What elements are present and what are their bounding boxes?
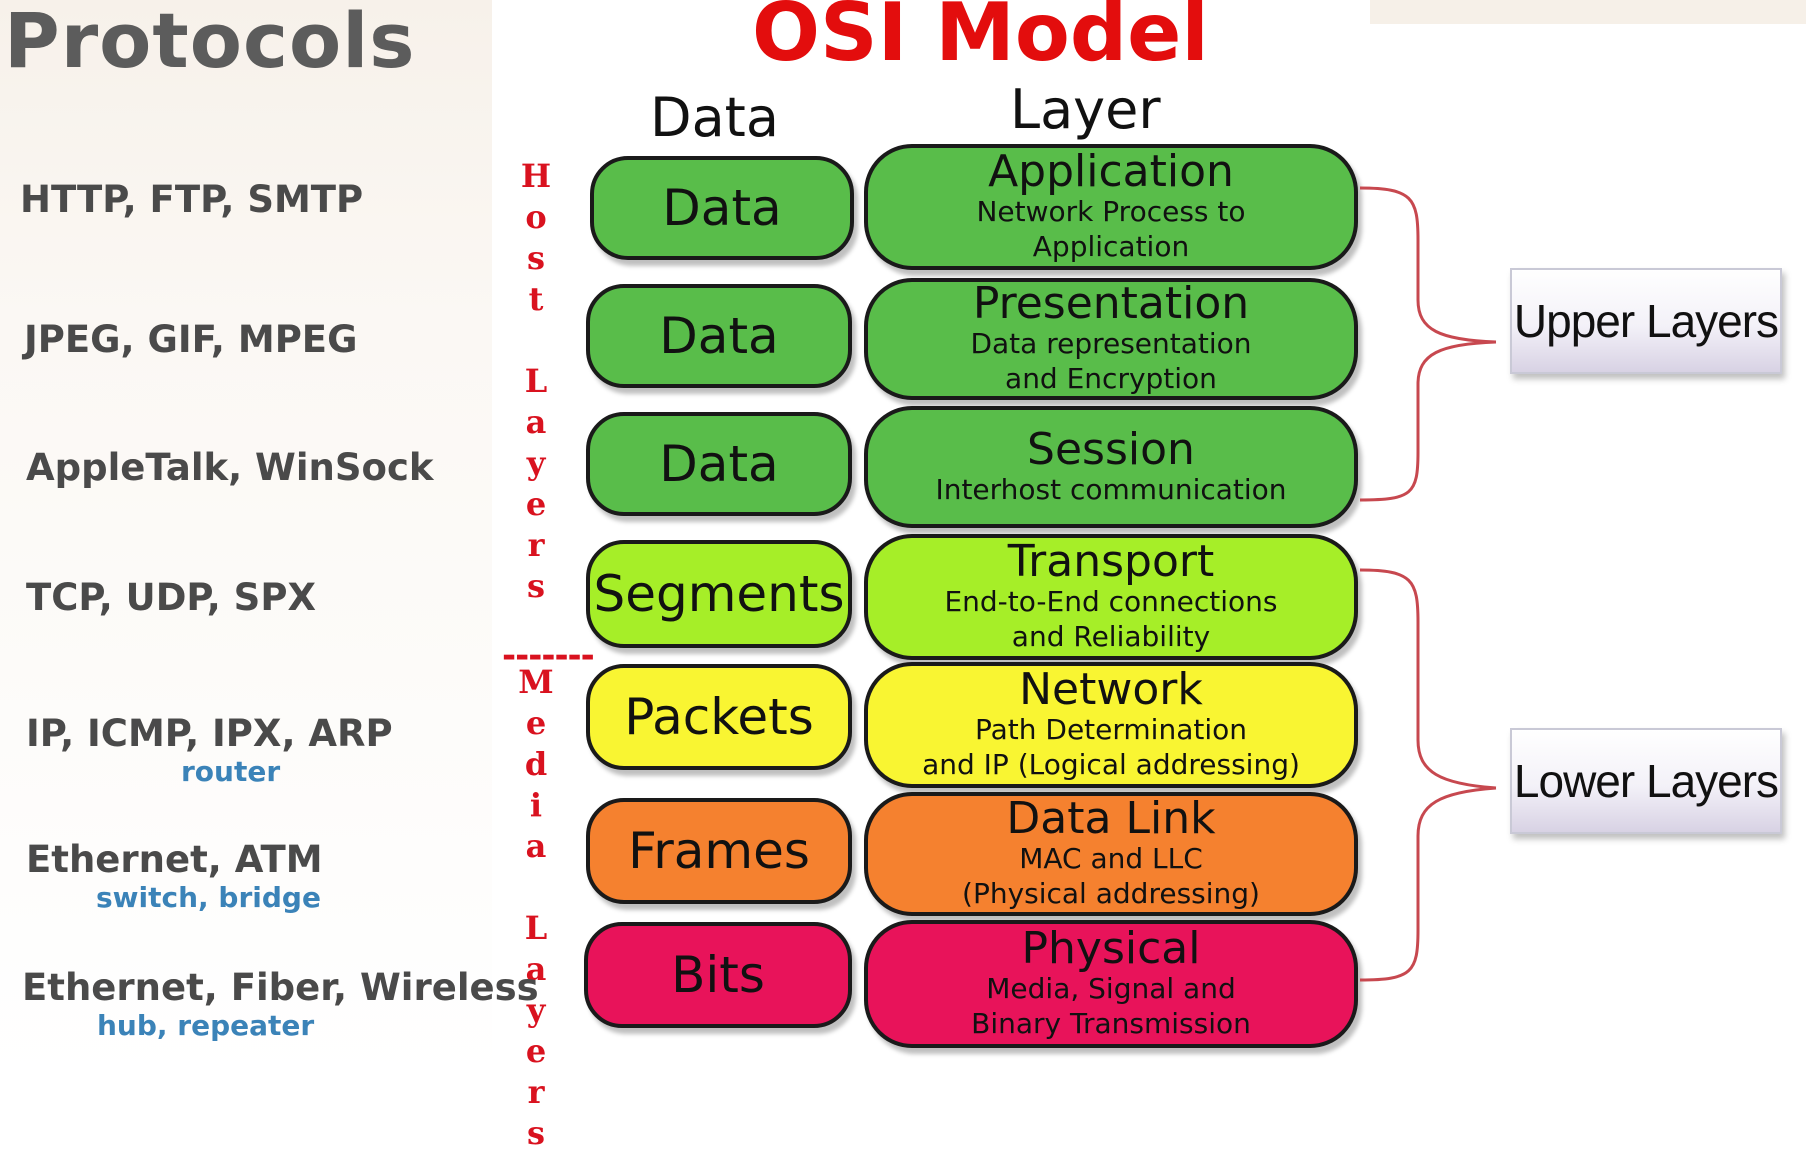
protocol-device: switch, bridge [96,881,321,914]
layer-group-brackets [1359,186,1497,982]
media-letter: y [526,991,546,1029]
data-unit-label: Data [662,178,782,237]
protocol-row: JPEG, GIF, MPEG [24,318,357,361]
media-letter: a [525,950,547,988]
layer-description: and Encryption [1005,362,1217,395]
data-unit-label: Data [659,434,779,493]
data-unit-pill: Data [586,412,852,516]
host-media-divider: ------- [502,636,595,676]
layer-description: and IP (Logical addressing) [922,748,1300,781]
host-letter: o [525,198,547,236]
lower-layers-bracket [1359,568,1497,982]
host-letter: s [526,567,545,605]
protocol-names: TCP, UDP, SPX [26,576,316,619]
data-unit-pill: Data [586,284,852,388]
data-unit-label: Data [659,306,779,365]
protocol-row: TCP, UDP, SPX [26,576,316,619]
data-unit-pill: Segments [586,540,852,648]
layer-column-header: Layer [1010,78,1161,141]
layer-name: Session [1027,423,1195,475]
media-letter: L [524,909,548,947]
data-column-header: Data [650,86,779,149]
protocol-device: hub, repeater [97,1009,315,1042]
layer-description: Network Process to [976,195,1246,228]
layer-description: Binary Transmission [971,1007,1251,1040]
data-unit-label: Packets [624,687,814,746]
media-letter: d [524,745,548,783]
host-letter: e [525,485,547,523]
layer-name: Application [988,146,1234,197]
host-letter: s [526,239,545,277]
data-unit-pill: Data [590,156,854,260]
host-letter: L [524,362,548,400]
layer-description: (Physical addressing) [962,877,1260,910]
protocol-names: AppleTalk, WinSock [26,446,434,489]
host-letter: t [528,280,544,318]
media-letter: e [525,1032,547,1070]
data-unit-pill: Frames [586,798,852,904]
osi-model-title: OSI Model [752,0,1209,79]
layer-description: Media, Signal and [986,972,1236,1005]
layer-description: and Reliability [1011,620,1211,653]
protocol-names: Ethernet, ATM [26,838,323,881]
upper-layers-box: Upper Layers [1510,268,1782,374]
protocol-row: HTTP, FTP, SMTP [20,178,363,221]
protocol-names: IP, ICMP, IPX, ARP [26,712,393,755]
data-unit-label: Frames [628,821,810,880]
layer-description: End-to-End connections [944,585,1278,618]
top-right-background-strip [1370,0,1806,24]
media-letter: M [518,663,554,701]
media-letter: s [526,1114,545,1152]
left-background-panel [0,0,492,1080]
data-unit-label: Segments [593,564,845,623]
protocol-names: HTTP, FTP, SMTP [20,178,364,221]
media-letter: r [527,1073,545,1111]
protocol-names: JPEG, GIF, MPEG [24,318,358,361]
layer-name: Transport [1007,536,1215,587]
data-unit-pill: Bits [584,922,852,1028]
layer-description: Path Determination [974,713,1247,746]
layer-name: Data Link [1006,793,1216,844]
protocol-row: AppleTalk, WinSock [26,446,434,489]
data-unit-pill: Packets [586,664,852,770]
media-letter: a [525,827,547,865]
layer-description: Application [1032,230,1190,263]
layer-description: MAC and LLC [1019,842,1203,875]
host-letter: y [526,444,546,482]
layer-name: Presentation [972,278,1250,329]
protocol-device: router [181,755,281,788]
lower-layers-box: Lower Layers [1510,728,1782,834]
media-letter: e [525,704,547,742]
layer-description: Data representation [970,327,1252,360]
protocols-title: Protocols [4,0,416,85]
data-unit-label: Bits [671,945,765,1004]
layer-name: Physical [1021,923,1201,974]
media-letter: i [529,786,543,824]
host-letter: H [520,157,552,195]
protocol-names: Ethernet, Fiber, Wireless [22,966,539,1009]
layer-name: Network [1019,664,1203,715]
host-letter: a [525,403,547,441]
host-letter: r [527,526,545,564]
layer-description: Interhost communication [935,472,1287,506]
upper-layers-bracket [1359,186,1497,502]
